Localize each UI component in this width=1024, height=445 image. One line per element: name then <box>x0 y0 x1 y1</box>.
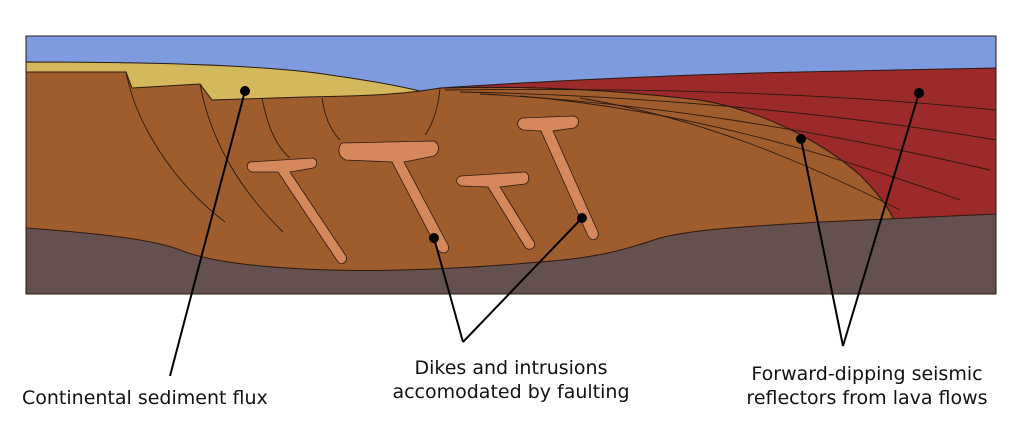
sediment-label: Continental sediment flux <box>22 387 268 409</box>
leader-lines <box>169 90 920 377</box>
fault-lines <box>125 71 441 233</box>
reflectors-leader-right <box>842 92 920 347</box>
sediment-leader <box>169 90 246 377</box>
dikes-leader-right <box>462 217 583 343</box>
dike-dot-left <box>429 233 439 243</box>
reflectors-label-line-1: Forward-dipping seismic <box>751 363 983 385</box>
annotation-dots <box>240 86 924 243</box>
dikes-label: Dikes and intrusions accomodated by faul… <box>380 356 642 404</box>
sediment-dot <box>240 86 250 96</box>
dikes-label-line-2: accomodated by faulting <box>392 381 630 403</box>
dike-4 <box>517 115 599 241</box>
reflectors-label-line-2: reflectors from lava flows <box>746 387 988 409</box>
lava-layer <box>439 67 997 223</box>
frame <box>25 35 997 295</box>
dikes-label-line-1: Dikes and intrusions <box>414 357 608 379</box>
dike-2 <box>338 140 450 254</box>
reflectors-label: Forward-dipping seismic reflectors from … <box>736 362 998 410</box>
reflector-dot-left <box>796 134 806 144</box>
dikes-leader-left <box>433 237 464 343</box>
reflector-dot-right <box>914 88 924 98</box>
dike-dot-right <box>577 213 587 223</box>
dike-3 <box>456 171 536 250</box>
dike-1 <box>246 157 347 264</box>
reflector-lines <box>444 88 997 211</box>
dike-intrusions <box>246 115 599 264</box>
reflectors-leader-left <box>800 138 844 347</box>
